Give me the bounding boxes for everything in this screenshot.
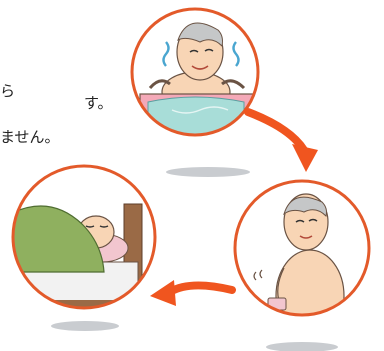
after-bath-scene [235, 181, 369, 342]
bed-shadow [51, 321, 119, 331]
bed-scene [10, 166, 155, 314]
arrow-down-right [248, 112, 318, 172]
arrow-left [150, 280, 232, 306]
bath-scene [132, 9, 264, 144]
bath-shadow [166, 167, 250, 177]
after-bath-shadow [266, 342, 338, 351]
